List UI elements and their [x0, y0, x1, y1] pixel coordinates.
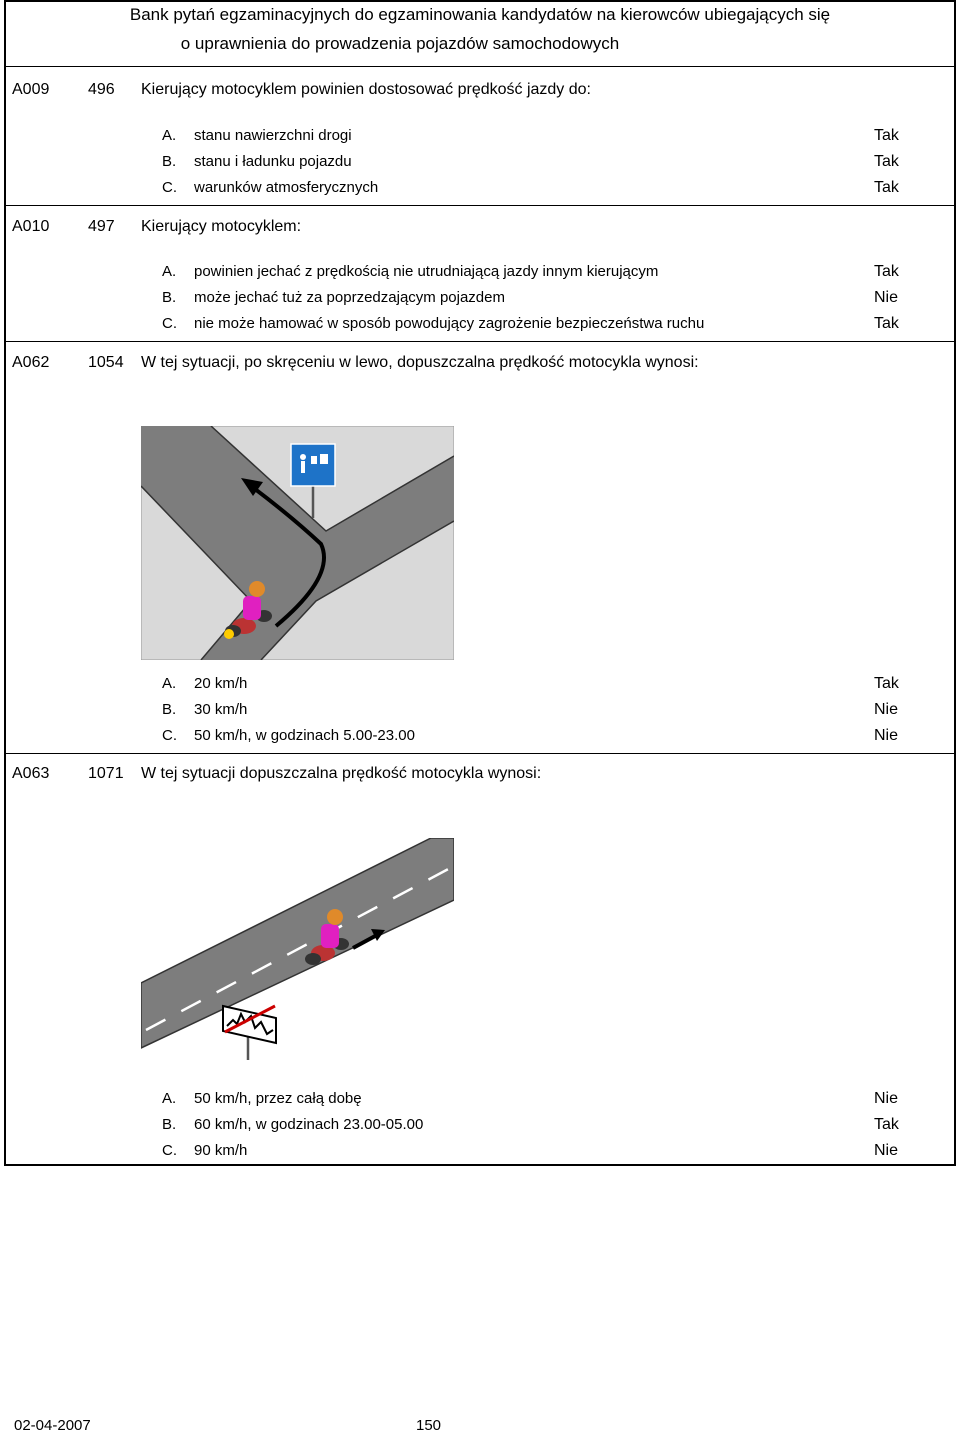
question-number: 1071 — [88, 765, 124, 782]
footer-date: 02-04-2007 — [14, 1417, 91, 1434]
answer-result: Tak — [874, 127, 899, 144]
header-title-line1: Bank pytań egzaminacyjnych do egzaminowa… — [129, 5, 831, 24]
answer-result: Tak — [874, 263, 899, 280]
turn-arrow — [249, 484, 326, 628]
answer-text: może jechać tuż za poprzedzającym pojazd… — [194, 289, 505, 306]
answer-letter: B. — [162, 153, 177, 170]
question-divider — [4, 753, 956, 754]
answer-text: stanu nawierzchni drogi — [194, 127, 352, 144]
left-turn-illustration — [141, 426, 454, 660]
answer-letter: C. — [162, 179, 177, 196]
footer-page-number: 150 — [416, 1417, 442, 1434]
question-divider — [4, 341, 956, 342]
residential-zone-sign-icon — [290, 443, 336, 487]
answer-text: 20 km/h — [194, 675, 248, 692]
answer-text: 60 km/h, w godzinach 23.00-05.00 — [194, 1116, 424, 1133]
question-number: 496 — [88, 81, 115, 98]
answer-letter: A. — [162, 127, 177, 144]
answer-letter: B. — [162, 701, 177, 718]
question-code: A062 — [12, 354, 50, 371]
question-code: A009 — [12, 81, 50, 98]
answer-result: Nie — [874, 1142, 899, 1159]
answer-letter: C. — [162, 1142, 177, 1159]
question-table-frame — [4, 0, 956, 1166]
answer-text: warunków atmosferycznych — [194, 179, 379, 196]
answer-text: nie może hamować w sposób powodujący zag… — [194, 315, 705, 332]
answer-letter: B. — [162, 1116, 177, 1133]
question-text: Kierujący motocyklem powinien dostosować… — [141, 81, 591, 98]
answer-result: Tak — [874, 179, 899, 196]
answer-result: Nie — [874, 289, 899, 306]
arrow-head-icon — [371, 929, 385, 941]
answer-result: Tak — [874, 315, 899, 332]
motorcycle-icon — [305, 909, 349, 965]
answer-letter: C. — [162, 315, 177, 332]
header-title-line2: o uprawnienia do prowadzenia pojazdów sa… — [180, 34, 620, 53]
header-divider — [4, 66, 956, 67]
answer-text: powinien jechać z prędkością nie utrudni… — [194, 263, 659, 280]
arrow-head-icon — [241, 478, 263, 496]
built-up-area-road-illustration — [141, 838, 454, 1060]
answer-result: Nie — [874, 727, 899, 744]
motorcycle-icon — [224, 581, 272, 639]
answer-text: stanu i ładunku pojazdu — [194, 153, 352, 170]
answer-result: Tak — [874, 1116, 899, 1133]
question-number: 497 — [88, 218, 115, 235]
question-text: W tej sytuacji dopuszczalna prędkość mot… — [141, 765, 542, 782]
question-code: A063 — [12, 765, 50, 782]
answer-letter: A. — [162, 675, 177, 692]
answer-text: 90 km/h — [194, 1142, 248, 1159]
answer-text: 50 km/h, przez całą dobę — [194, 1090, 362, 1107]
answer-result: Tak — [874, 675, 899, 692]
question-code: A010 — [12, 218, 50, 235]
answer-result: Nie — [874, 1090, 899, 1107]
question-divider — [4, 205, 956, 206]
answer-text: 30 km/h — [194, 701, 248, 718]
question-number: 1054 — [88, 354, 124, 371]
answer-letter: A. — [162, 1090, 177, 1107]
answer-result: Nie — [874, 701, 899, 718]
answer-letter: A. — [162, 263, 177, 280]
question-text: W tej sytuacji, po skręceniu w lewo, dop… — [141, 354, 699, 371]
answer-result: Tak — [874, 153, 899, 170]
answer-letter: C. — [162, 727, 177, 744]
town-end-sign-icon — [222, 1004, 277, 1045]
answer-text: 50 km/h, w godzinach 5.00-23.00 — [194, 727, 415, 744]
direction-arrow — [352, 933, 378, 950]
answer-letter: B. — [162, 289, 177, 306]
question-text: Kierujący motocyklem: — [141, 218, 302, 235]
